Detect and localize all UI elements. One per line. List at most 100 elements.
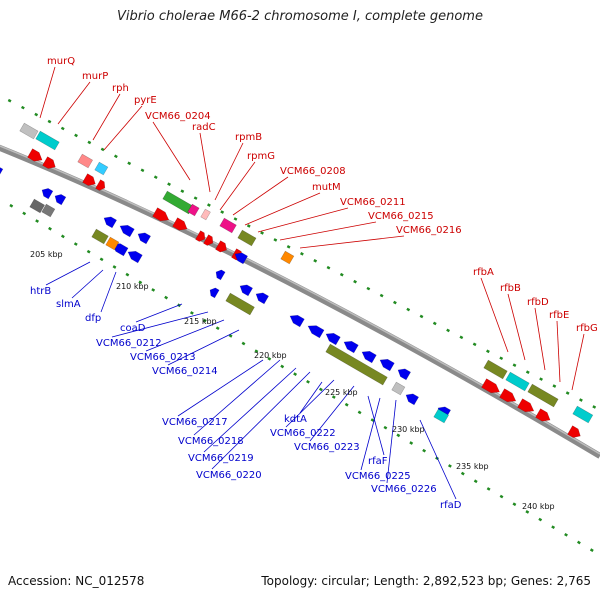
leader-forward [214, 142, 244, 201]
guide-dots-1 [9, 203, 600, 557]
cds-reverse-0 [0, 166, 4, 178]
cds-reverse-1 [41, 188, 54, 200]
forward-gene-label: murQ [47, 56, 75, 67]
reverse-gene-label: dfp [85, 313, 101, 324]
leader-reverse [211, 371, 311, 470]
cds-reverse-14 [307, 325, 325, 339]
leader-reverse [111, 311, 209, 338]
forward-gene-label: mutM [312, 182, 341, 193]
genome-summary-text: Topology: circular; Length: 2,892,523 bp… [261, 574, 591, 588]
leader-forward [152, 121, 191, 181]
cds-reverse-16 [343, 341, 359, 354]
leader-forward [219, 161, 256, 211]
feature-forward-7 [219, 217, 237, 234]
label-leaders [39, 66, 585, 500]
leader-reverse [386, 399, 397, 484]
leader-forward [232, 176, 289, 216]
leader-reverse [419, 419, 457, 500]
reverse-gene-label: VCM66_0213 [130, 352, 196, 363]
cds-reverse-19 [397, 368, 411, 381]
reverse-gene-label: VCM66_0226 [371, 484, 437, 495]
reverse-gene-label: rfaD [440, 500, 462, 511]
feature-forward-0 [19, 122, 39, 140]
feature-reverse-2 [91, 228, 109, 245]
tick-label: 240 kbp [522, 502, 555, 511]
feature-reverse-5 [325, 343, 388, 386]
leader-reverse [100, 271, 117, 313]
feature-forward-12 [527, 383, 559, 408]
forward-gene-label: VCM66_0216 [396, 225, 462, 236]
leader-reverse [285, 379, 335, 428]
leader-reverse [203, 367, 297, 453]
tick-label: 230 kbp [392, 425, 425, 434]
forward-gene-label: rph [112, 83, 129, 94]
cds-forward-10 [481, 378, 500, 394]
cds-reverse-15 [325, 333, 341, 346]
cds-reverse-5 [137, 232, 151, 245]
leader-forward [103, 105, 143, 151]
feature-forward-6 [200, 208, 211, 221]
cds-forward-7 [203, 234, 214, 246]
cds-reverse-7 [127, 251, 143, 264]
leader-forward [556, 320, 561, 383]
gene-features [0, 122, 594, 438]
forward-gene-label: rfbA [473, 267, 494, 278]
leader-forward [507, 293, 526, 361]
dotted-guides [0, 94, 600, 557]
reverse-gene-label: VCM66_0212 [96, 338, 162, 349]
leader-reverse [177, 359, 264, 417]
reverse-gene-label: VCM66_0217 [162, 417, 228, 428]
tick-label: 215 kbp [184, 317, 217, 326]
forward-gene-label: VCM66_0215 [368, 211, 434, 222]
tick-label: 220 kbp [254, 351, 287, 360]
chromosome-backbone [0, 144, 600, 459]
reverse-gene-label: VCM66_0218 [178, 436, 244, 447]
forward-gene-label: radC [192, 122, 216, 133]
tick-label: 235 kbp [456, 462, 489, 471]
feature-forward-3 [94, 161, 109, 176]
cds-forward-4 [152, 207, 170, 222]
feature-forward-2 [77, 153, 93, 169]
forward-gene-label: rfbD [527, 297, 549, 308]
map-title: Vibrio cholerae M66-2 chromosome I, comp… [117, 9, 483, 24]
tick-label: 210 kbp [116, 282, 149, 291]
tick-label: 205 kbp [30, 250, 63, 259]
forward-gene-label: rpmB [235, 132, 262, 143]
cds-reverse-4 [119, 225, 135, 238]
leader-reverse [360, 397, 381, 471]
feature-reverse-0 [29, 198, 45, 214]
leader-reverse [167, 329, 240, 366]
cds-reverse-18 [379, 359, 395, 372]
forward-gene-label: rpmG [247, 151, 275, 162]
forward-gene-label: pyrE [134, 95, 157, 106]
leader-reverse [145, 319, 225, 352]
leader-reverse [309, 385, 355, 442]
leader-forward [92, 93, 121, 141]
tick-label: 225 kbp [325, 388, 358, 397]
cds-reverse-2 [54, 194, 67, 206]
reverse-gene-label: VCM66_0214 [152, 366, 218, 377]
cds-reverse-17 [361, 351, 377, 364]
leader-forward [57, 81, 91, 125]
leader-forward [199, 132, 211, 193]
cds-reverse-20 [405, 393, 419, 406]
reverse-gene-label: coaD [120, 323, 146, 334]
feature-forward-1 [35, 130, 60, 151]
reverse-gene-label: VCM66_0220 [196, 470, 262, 481]
accession-text: Accession: NC_012578 [8, 574, 145, 588]
feature-reverse-1 [41, 203, 56, 218]
cds-reverse-13 [289, 315, 305, 328]
leader-forward [244, 192, 321, 226]
feature-forward-5 [187, 203, 200, 217]
feature-forward-11 [505, 371, 530, 392]
leader-reverse [135, 303, 183, 323]
forward-gene-label: rfbE [549, 310, 569, 321]
feature-forward-9 [280, 250, 295, 265]
forward-gene-label: rfbG [576, 323, 598, 334]
cds-forward-8 [215, 240, 227, 253]
cds-reverse-9 [209, 287, 220, 299]
feature-forward-10 [483, 359, 508, 380]
feature-reverse-7 [433, 408, 449, 424]
leader-reverse [45, 261, 91, 286]
feature-reverse-4 [225, 292, 255, 316]
